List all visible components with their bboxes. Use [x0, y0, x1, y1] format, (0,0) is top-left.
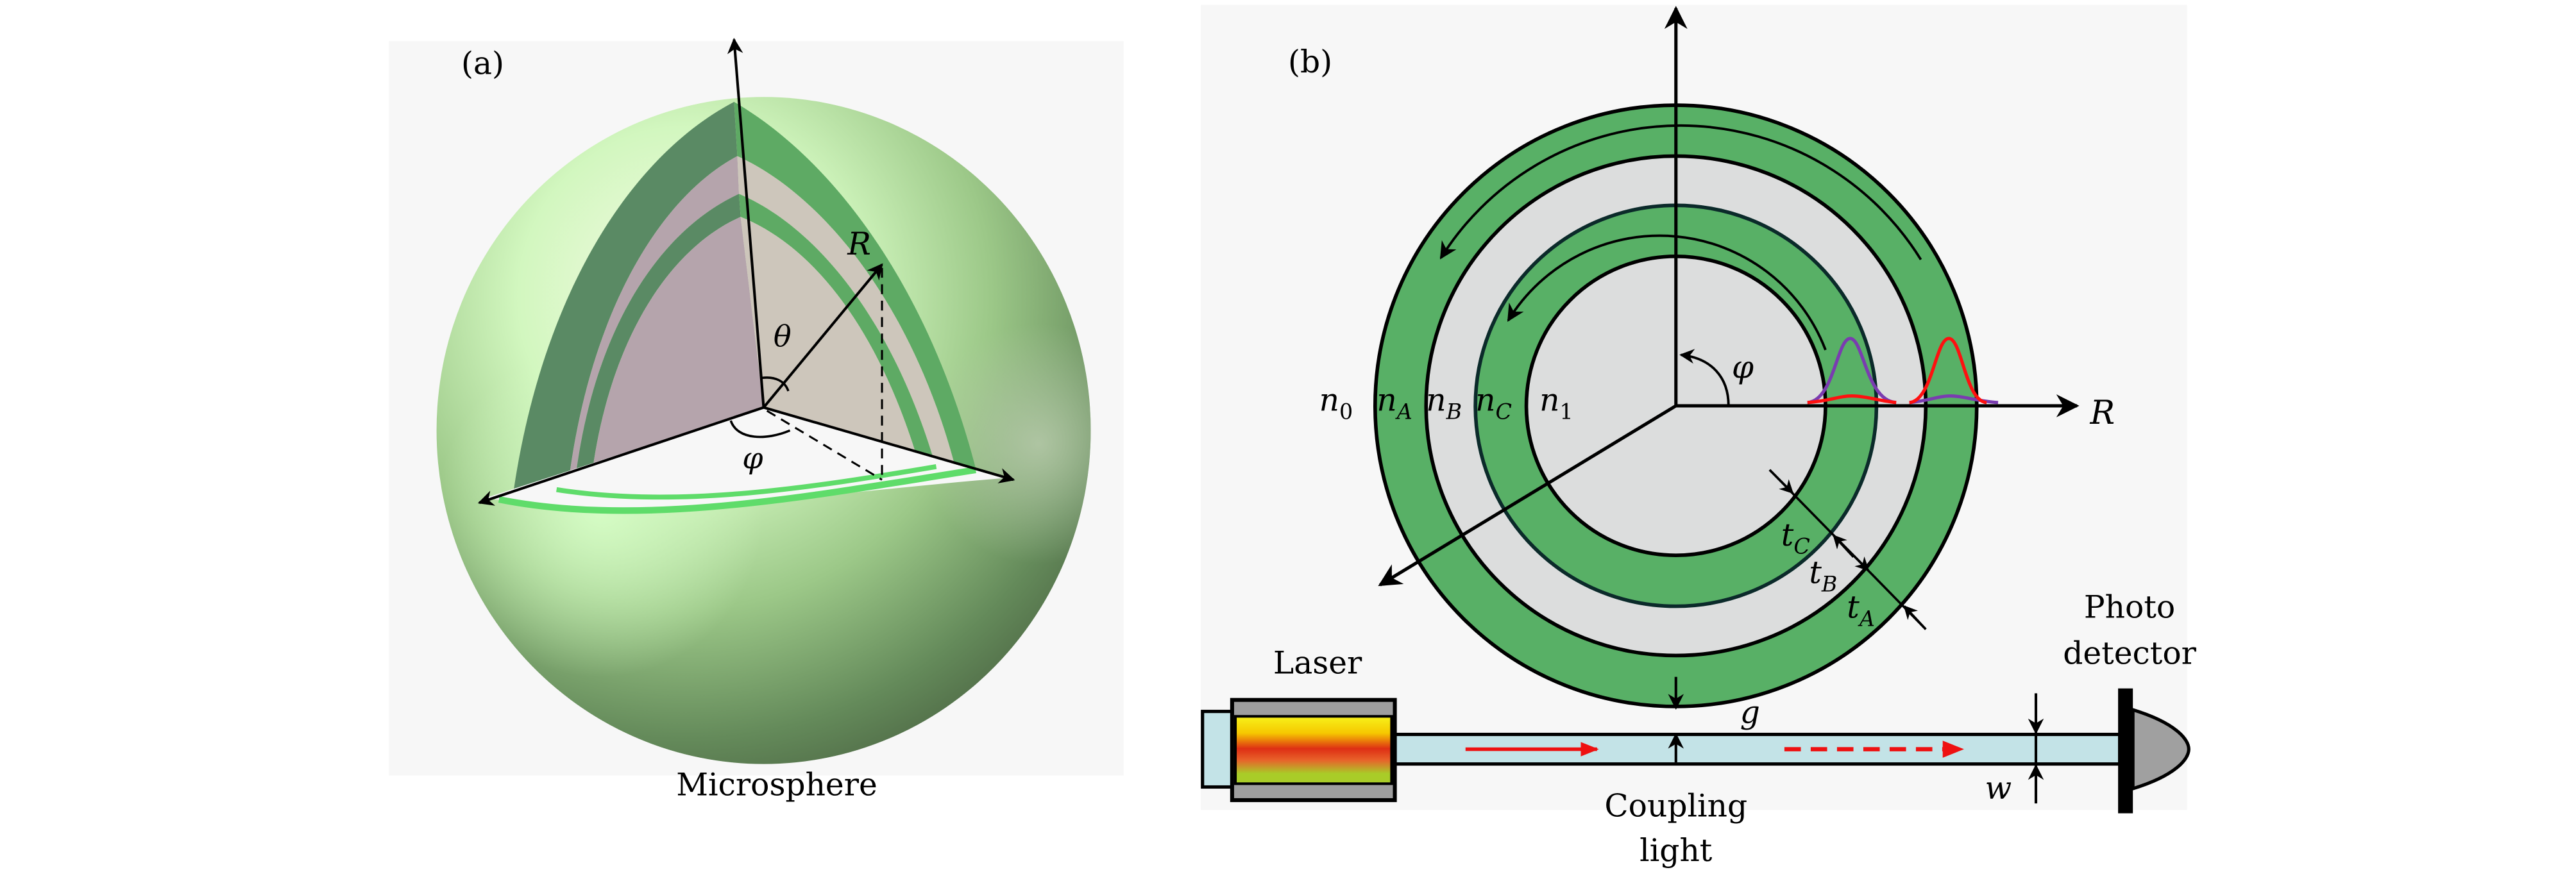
projection-horizontal: [766, 410, 883, 481]
phi-arc: [729, 420, 791, 439]
label-n0: n0: [1319, 383, 1353, 424]
cut-gap-right: [737, 156, 956, 470]
oblique-axis: [1378, 404, 1677, 587]
label-ta: tA: [1847, 590, 1875, 632]
cut-gap-left: [568, 156, 740, 487]
cut-outer-shell-left: [512, 101, 738, 501]
label-tc: tC: [1781, 517, 1810, 559]
y-axis: [763, 406, 1015, 483]
panel-a-tag: (a): [461, 46, 504, 81]
panel-a: (a) R θ φ Microsphere: [389, 38, 1124, 803]
label-coupling: Coupling: [1604, 789, 1747, 825]
cut-inner-shell-left: [574, 194, 741, 485]
label-detector: detector: [2063, 635, 2196, 671]
label-width: w: [1985, 770, 2012, 806]
outer-mode-circulation-arrow: [1439, 124, 1922, 260]
index-labels: n0 nA nB nC n1: [1319, 383, 1573, 424]
outer-pulse-red: [1909, 337, 1987, 405]
label-phi: φ: [742, 440, 763, 475]
panel-b-tag: (b): [1288, 44, 1332, 80]
label-radius: R: [847, 226, 871, 262]
x-axis: [477, 406, 765, 506]
thickness-labels: tC tB tA: [1781, 517, 1875, 632]
cut-core-right: [740, 217, 920, 467]
label-na: nA: [1377, 383, 1412, 424]
panel-b: (b) R φ n0 nA nB nC n1 tC tB tA g w Lase…: [1201, 4, 2197, 869]
cut-inner-shell-right: [739, 194, 936, 469]
laser-gain-medium: [1233, 715, 1393, 785]
label-nc: nC: [1475, 383, 1512, 424]
cut-floor: [486, 407, 1004, 508]
thickness-arrow-b-outer: [1833, 535, 1870, 571]
cut-core-left: [591, 217, 764, 481]
floor-outer-shell: [498, 466, 976, 514]
thickness-arrow-c-inner: [1768, 469, 1794, 494]
label-n1: n1: [1539, 383, 1573, 424]
phi-angle-arrow: [1679, 349, 1730, 406]
label-laser: Laser: [1273, 646, 1362, 682]
label-nb: nB: [1426, 383, 1462, 424]
label-phi-b: φ: [1732, 349, 1754, 385]
label-gap: g: [1740, 695, 1760, 731]
label-light: light: [1640, 833, 1713, 869]
label-photo: Photo: [2084, 590, 2175, 626]
theta-arc: [761, 376, 790, 392]
photodetector-lens: [2131, 707, 2190, 791]
label-theta: θ: [774, 319, 792, 354]
inner-pulse-red: [1807, 394, 1897, 405]
thickness-arrow-a-outer: [1903, 605, 1927, 630]
inner-pulse-purple: [1807, 337, 1897, 405]
label-tb: tB: [1809, 555, 1837, 597]
z-axis: [727, 38, 765, 408]
cut-outer-shell-right: [734, 101, 976, 470]
floor-inner-shell: [556, 464, 937, 500]
label-r: R: [2090, 394, 2115, 432]
waveguide: [1393, 732, 2122, 766]
photodetector-plate: [2118, 688, 2133, 814]
panel-a-caption: Microsphere: [676, 767, 877, 803]
